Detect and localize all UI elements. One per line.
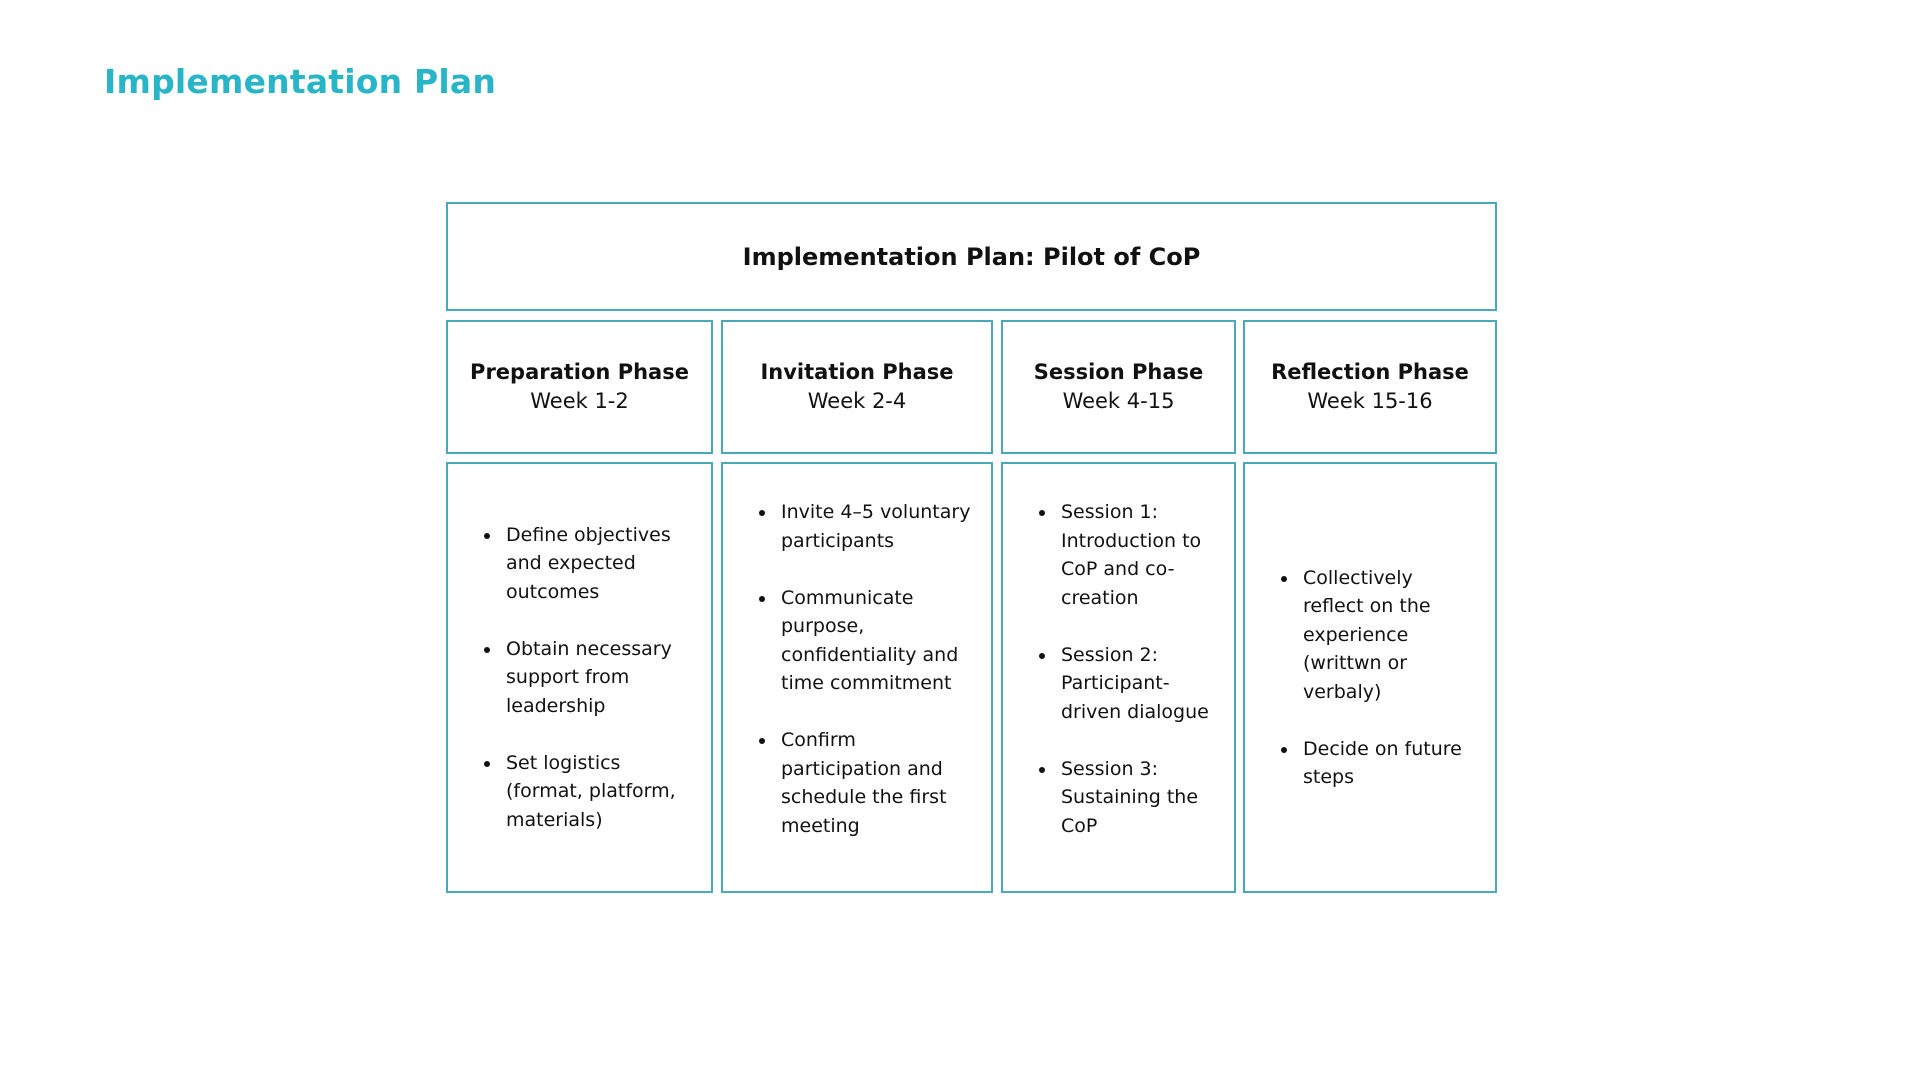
task-list: Invite 4–5 voluntary participants Commun… xyxy=(723,498,991,840)
task-list: Define objectives and expected outcomes … xyxy=(448,521,711,835)
phase-name: Session Phase xyxy=(1033,360,1204,384)
phase-name: Reflection Phase xyxy=(1271,360,1469,384)
list-item: Define objectives and expected outcomes xyxy=(448,521,711,607)
list-item: Communicate purpose, confidentiality and… xyxy=(723,584,991,698)
task-list: Session 1: Introduction to CoP and co-cr… xyxy=(1003,498,1234,840)
phase-week: Week 4-15 xyxy=(1062,389,1175,413)
task-list: Collectively reflect on the experience (… xyxy=(1245,564,1495,792)
phase-body-reflection: Collectively reflect on the experience (… xyxy=(1243,462,1497,893)
phase-header-session: Session Phase Week 4-15 xyxy=(1001,320,1236,454)
list-item: Decide on future steps xyxy=(1245,735,1495,792)
phase-body-preparation: Define objectives and expected outcomes … xyxy=(446,462,713,893)
phase-header-invitation: Invitation Phase Week 2-4 xyxy=(721,320,993,454)
table-title: Implementation Plan: Pilot of CoP xyxy=(742,242,1201,271)
phase-header-preparation: Preparation Phase Week 1-2 xyxy=(446,320,713,454)
phase-name: Preparation Phase xyxy=(470,360,689,384)
phase-week: Week 15-16 xyxy=(1307,389,1433,413)
list-item: Confirm participation and schedule the f… xyxy=(723,726,991,840)
phase-body-invitation: Invite 4–5 voluntary participants Commun… xyxy=(721,462,993,893)
list-item: Session 1: Introduction to CoP and co-cr… xyxy=(1003,498,1234,612)
phase-week: Week 2-4 xyxy=(807,389,907,413)
list-item: Session 2: Participant-driven dialogue xyxy=(1003,641,1234,727)
list-item: Set logistics (format, platform, materia… xyxy=(448,749,711,835)
phase-week: Week 1-2 xyxy=(530,389,629,413)
phase-header-reflection: Reflection Phase Week 15-16 xyxy=(1243,320,1497,454)
page-title: Implementation Plan xyxy=(104,62,497,101)
list-item: Session 3: Sustaining the CoP xyxy=(1003,755,1234,841)
phase-body-session: Session 1: Introduction to CoP and co-cr… xyxy=(1001,462,1236,893)
phase-name: Invitation Phase xyxy=(760,360,954,384)
list-item: Invite 4–5 voluntary participants xyxy=(723,498,991,555)
list-item: Collectively reflect on the experience (… xyxy=(1245,564,1495,707)
list-item: Obtain necessary support from leadership xyxy=(448,635,711,721)
table-title-cell: Implementation Plan: Pilot of CoP xyxy=(446,202,1497,311)
